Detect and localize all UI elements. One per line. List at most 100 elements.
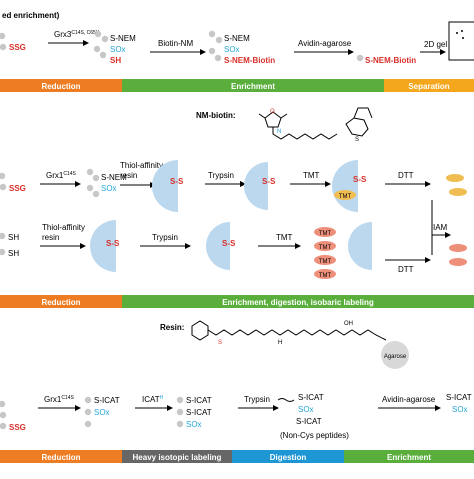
resin-structure (191, 320, 387, 341)
sox-label: SOx (452, 405, 468, 414)
bar-label: Reduction (41, 453, 80, 462)
bar-label: Separation (408, 82, 449, 91)
panel-a-col4: S-NEM-Biotin (356, 54, 416, 65)
sox-label: SOx (101, 184, 117, 193)
panel-a-col2: S-NEM SOx SH (93, 30, 136, 65)
grx1-label: Grx1C14S (44, 395, 75, 404)
sox-label: SOx (94, 408, 110, 417)
sox-label: SOx (110, 45, 126, 54)
resin-bead (90, 220, 116, 272)
panel-b-right-top (446, 174, 467, 196)
trypsin-label: Trypsin (152, 233, 178, 242)
panel-b-left: SSG (0, 172, 26, 193)
bar-digestion (232, 450, 344, 463)
resin-bead (348, 222, 372, 270)
resin-bead (332, 160, 358, 212)
svg-text:TMT: TMT (319, 259, 332, 265)
nm-biotin-label: NM-biotin: (196, 111, 236, 120)
agarose-bead (381, 341, 409, 369)
thiol-resin-label: resin (42, 233, 59, 242)
panel-c-col4: S-ICAT SOx S-ICAT (Non-Cys peptides) (277, 393, 349, 440)
dtt-label: DTT (398, 171, 414, 180)
protein-bead (0, 32, 6, 40)
avidin-label: Avidin-agarose (382, 395, 436, 404)
panel-a-left-group: SSG (0, 32, 26, 52)
ss-label: S-S (353, 175, 367, 184)
ssg-label: SSG (9, 184, 26, 193)
tmt-oval-label: TMT (339, 194, 352, 200)
sh-label: SH (110, 56, 121, 65)
s-atom: S (355, 137, 359, 143)
panel-a-header: ed enrichment) (2, 11, 60, 20)
sox-label: SOx (224, 45, 240, 54)
tmt-label: TMT (303, 171, 320, 180)
grx3-label: Grx3C14S, C65Y (54, 30, 100, 39)
gel-label: 2D gel (424, 40, 447, 49)
bar-heavy-labeling (122, 450, 232, 463)
resin-bead (244, 162, 268, 210)
resin-bead (206, 222, 230, 270)
protein-bead (0, 43, 7, 51)
sicat-label: S-ICAT (296, 417, 322, 426)
sh-label: SH (8, 233, 19, 242)
icat-label: ICATH (142, 395, 164, 404)
n-atom: N (277, 129, 281, 135)
agarose-label: Agarose (384, 354, 407, 360)
h-atom: H (278, 340, 282, 346)
sicat-label: S-ICAT (446, 393, 472, 402)
non-cys-label: (Non-Cys peptides) (280, 431, 349, 440)
sh-label: SH (8, 249, 19, 258)
bar-label: Enrichment (231, 82, 275, 91)
tmt-label: TMT (276, 233, 293, 242)
panel-b-right-bottom (449, 244, 467, 266)
nm-biotin-structure (258, 107, 373, 140)
snem-label: S-NEM (224, 34, 250, 43)
iam-label: IAM (433, 223, 448, 232)
bar-enrichment-digestion (122, 295, 474, 308)
sicat-label: S-ICAT (186, 396, 212, 405)
bar-label: Reduction (41, 82, 80, 91)
panel-b-row2-left: SH SH (0, 232, 19, 258)
bar-enrichment (344, 450, 474, 463)
panel-c-left: SSG (0, 400, 26, 432)
panel-c-col3: S-ICAT S-ICAT SOx (176, 396, 212, 429)
panel-a-col3: S-NEM SOx S-NEM-Biotin (208, 30, 275, 65)
bar-label: Enrichment (387, 453, 431, 462)
panel-b-col2: S-NEM SOx (86, 168, 127, 198)
dtt-label: DTT (398, 265, 414, 274)
snem-biotin-label: S-NEM-Biotin (224, 56, 275, 65)
ss-label: S-S (222, 239, 236, 248)
o-atom: O (270, 109, 275, 115)
bar-reduction (0, 79, 122, 92)
thiol-resin-label: Thiol-affinity (120, 161, 163, 170)
sicat-label: S-ICAT (298, 393, 324, 402)
tmt-oval-stack: TMT TMT TMT TMT (314, 227, 336, 279)
svg-text:TMT: TMT (319, 231, 332, 237)
bar-label: Reduction (41, 298, 80, 307)
thiol-resin-label: Thiol-affinity (42, 223, 85, 232)
snem-label: S-NEM (110, 34, 136, 43)
sox-label: SOx (298, 405, 314, 414)
avidin-label: Avidin-agarose (298, 39, 352, 48)
bar-enrichment (122, 79, 384, 92)
svg-text:TMT: TMT (319, 245, 332, 251)
svg-text:TMT: TMT (319, 273, 332, 279)
ss-label: S-S (170, 177, 184, 186)
panel-c-col2: S-ICAT SOx (84, 396, 120, 428)
bar-label: Enrichment, digestion, isobaric labeling (222, 298, 374, 307)
tmt-oval (334, 190, 356, 200)
thiol-resin-label: resin (120, 171, 137, 180)
sox-label: SOx (186, 420, 202, 429)
resin-bead (152, 160, 178, 212)
gel-box (448, 21, 474, 61)
bar-reduction (0, 450, 122, 463)
sicat-label: S-ICAT (186, 408, 212, 417)
s-atom: S (218, 340, 222, 346)
bar-separation (384, 79, 474, 92)
ssg-label: SSG (9, 423, 26, 432)
resin-label: Resin: (160, 323, 184, 332)
ss-label: S-S (262, 177, 276, 186)
bar-label: Digestion (270, 453, 307, 462)
